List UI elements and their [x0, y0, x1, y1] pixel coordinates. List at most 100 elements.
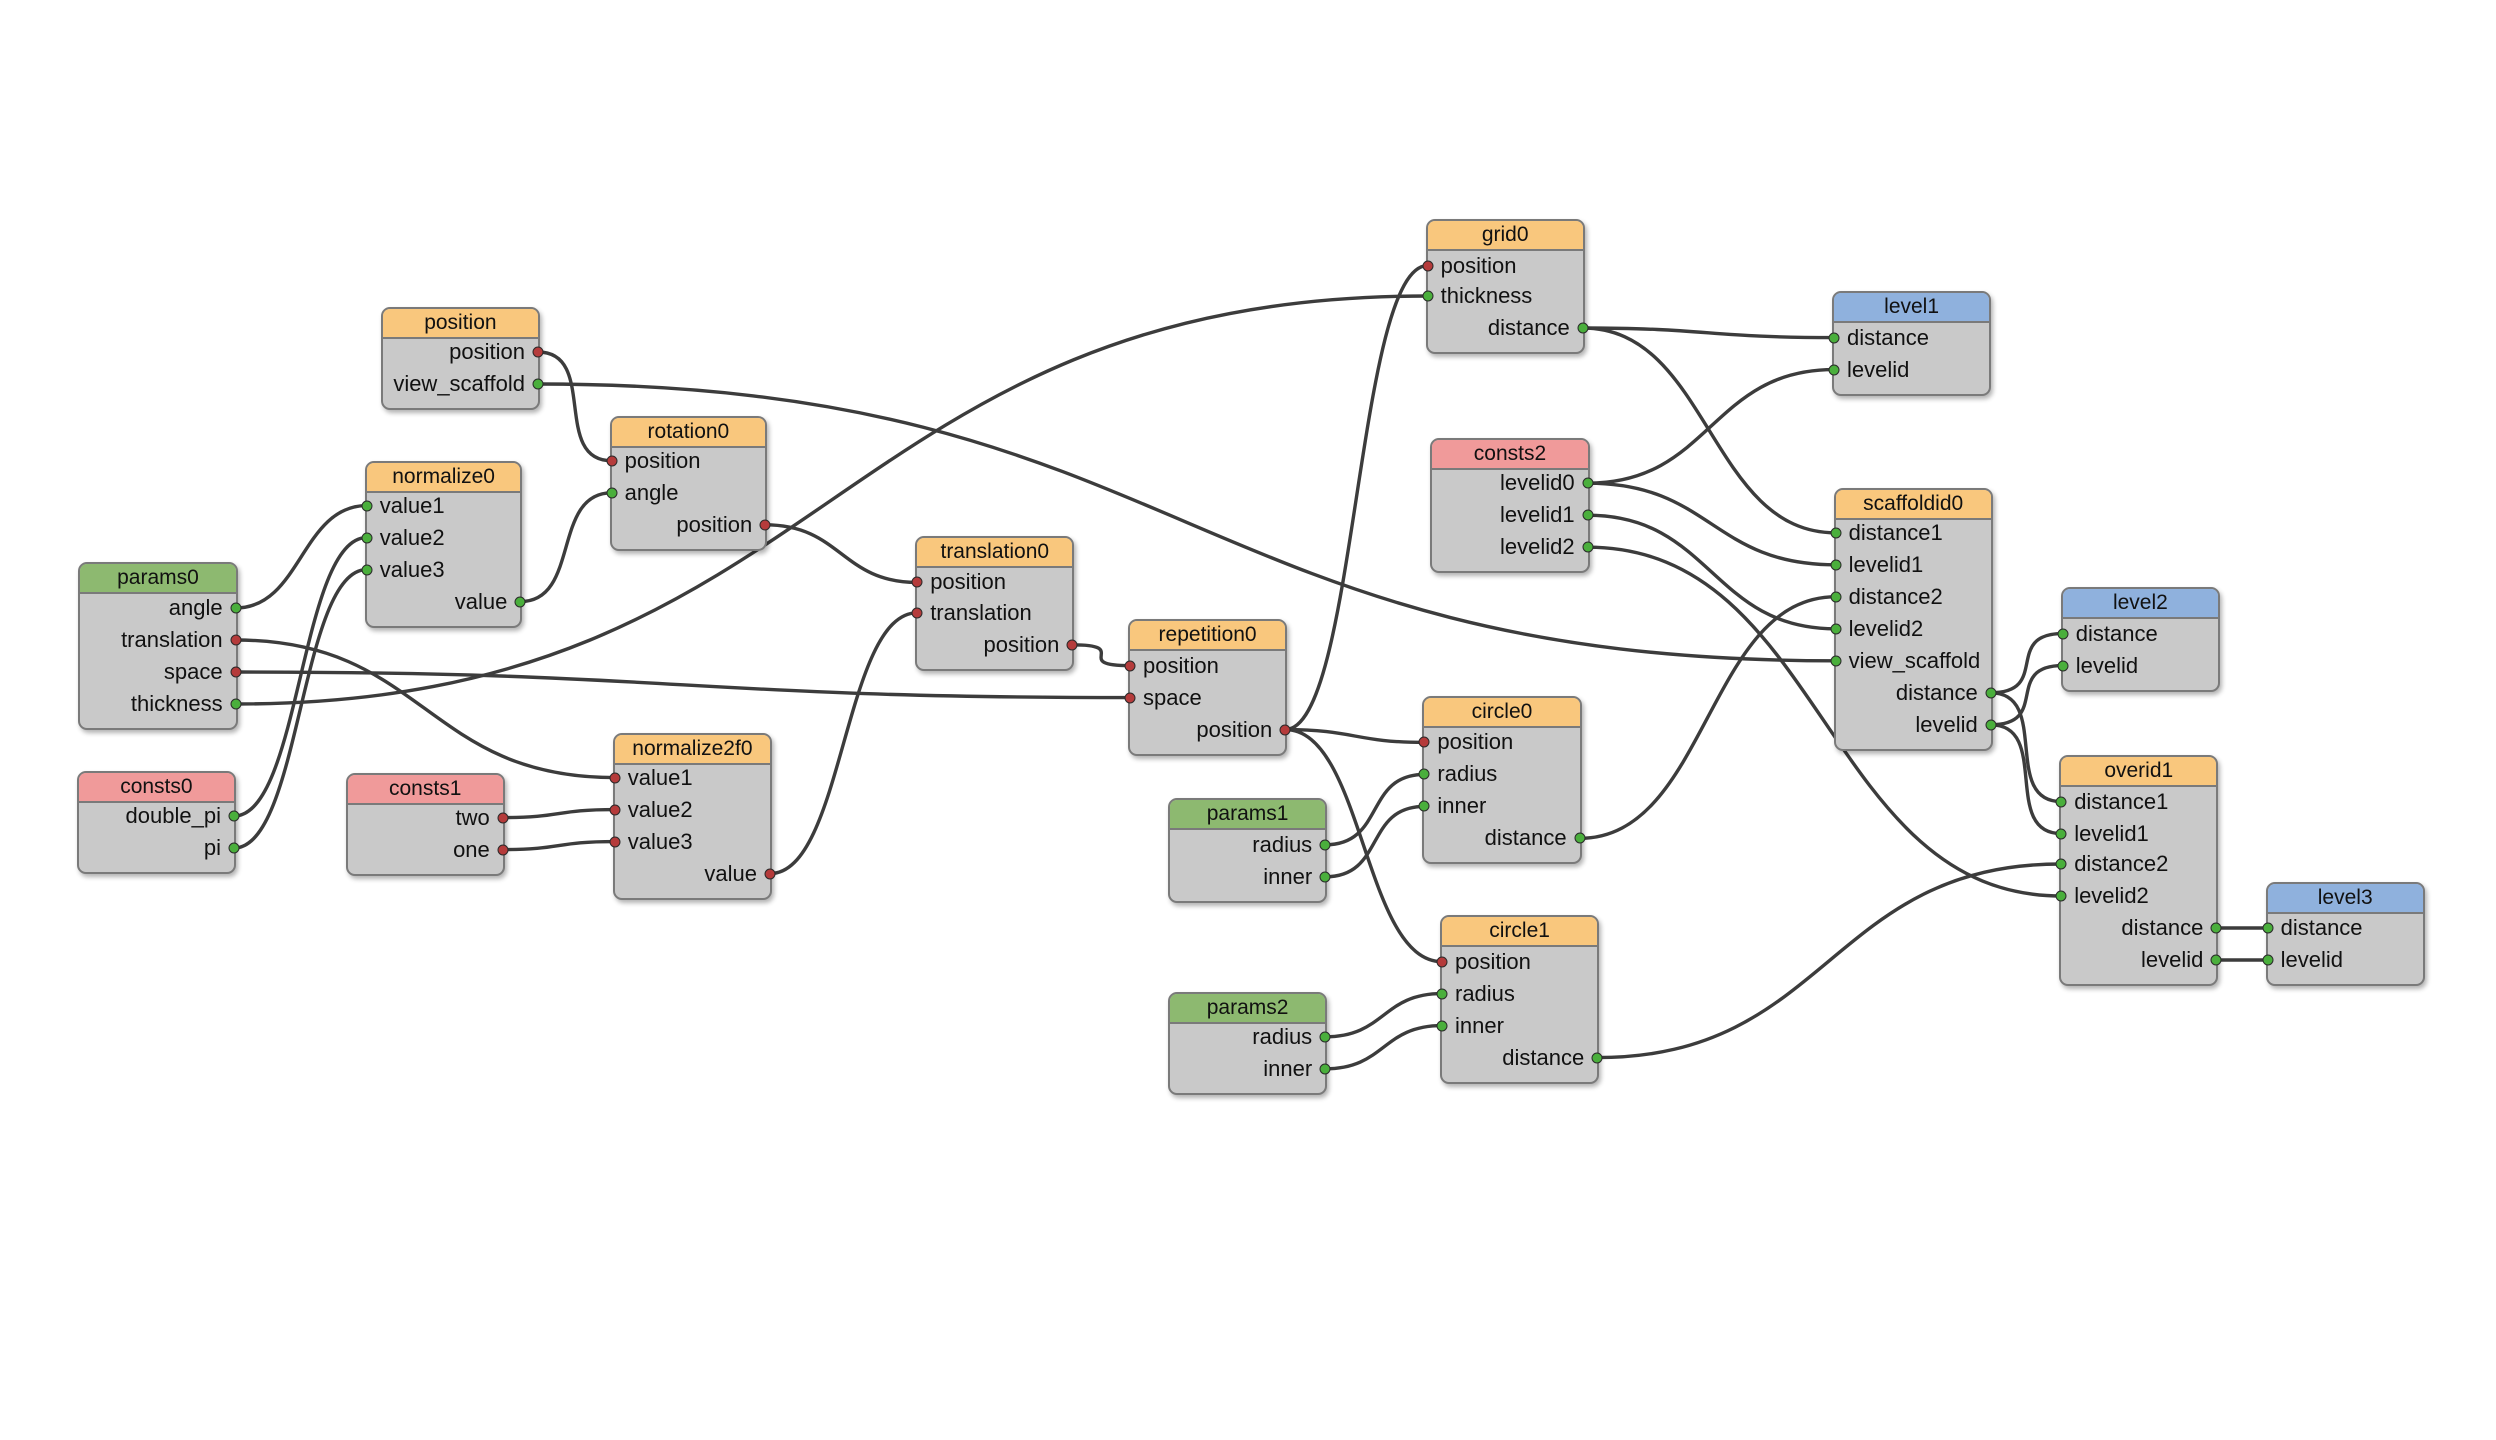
output-port-levelid2[interactable] — [1582, 541, 1594, 553]
input-port-radius[interactable] — [1418, 768, 1430, 780]
output-port-levelid0[interactable] — [1582, 477, 1594, 489]
input-port-distance1[interactable] — [1830, 527, 1842, 539]
port-label-distance2: distance2 — [1848, 583, 1943, 609]
output-port-distance[interactable] — [1591, 1052, 1603, 1064]
input-port-levelid[interactable] — [2262, 954, 2274, 966]
output-port-radius[interactable] — [1319, 1031, 1331, 1043]
wire-position-position-to-rotation0-position — [537, 350, 612, 463]
input-port-position[interactable] — [1124, 660, 1136, 672]
input-port-position[interactable] — [1436, 956, 1448, 968]
output-port-pi[interactable] — [228, 842, 240, 854]
input-port-distance2[interactable] — [1830, 591, 1842, 603]
input-port-distance[interactable] — [2262, 922, 2274, 934]
port-label-thickness: thickness — [130, 690, 223, 716]
input-port-inner[interactable] — [1436, 1020, 1448, 1032]
input-port-levelid2[interactable] — [1830, 623, 1842, 635]
input-port-radius[interactable] — [1436, 988, 1448, 1000]
output-port-one[interactable] — [497, 844, 509, 856]
output-port-inner[interactable] — [1319, 1063, 1331, 1075]
input-port-position[interactable] — [606, 455, 618, 467]
output-port-thickness[interactable] — [230, 698, 242, 710]
output-port-double_pi[interactable] — [228, 810, 240, 822]
port-label-distance1: distance1 — [2074, 788, 2169, 814]
output-port-inner[interactable] — [1319, 871, 1331, 883]
wire-scaffoldid0-levelid-to-overid1-levelid1 — [1990, 723, 2062, 836]
input-port-view_scaffold[interactable] — [1830, 655, 1842, 667]
input-port-distance[interactable] — [1828, 332, 1840, 344]
input-port-levelid1[interactable] — [1830, 559, 1842, 571]
input-port-value2[interactable] — [609, 804, 621, 816]
wire-consts2-levelid1-to-scaffoldid0-levelid2 — [1587, 513, 1836, 631]
output-port-position[interactable] — [1066, 639, 1078, 651]
input-port-levelid1[interactable] — [2055, 828, 2067, 840]
input-port-position[interactable] — [1418, 736, 1430, 748]
node-title: level2 — [2062, 589, 2218, 620]
output-port-distance[interactable] — [1985, 687, 1997, 699]
port-label-radius: radius — [1252, 1023, 1313, 1049]
output-port-levelid[interactable] — [2210, 954, 2222, 966]
input-port-levelid[interactable] — [1828, 364, 1840, 376]
input-port-position[interactable] — [1422, 260, 1434, 272]
input-port-translation[interactable] — [911, 607, 923, 619]
port-label-space: space — [163, 658, 223, 684]
input-port-value3[interactable] — [361, 564, 373, 576]
output-port-levelid1[interactable] — [1582, 509, 1594, 521]
input-port-inner[interactable] — [1418, 800, 1430, 812]
output-port-angle[interactable] — [230, 602, 242, 614]
input-port-value3[interactable] — [609, 836, 621, 848]
input-port-levelid[interactable] — [2057, 660, 2069, 672]
output-port-view_scaffold[interactable] — [532, 378, 544, 390]
output-port-distance[interactable] — [1577, 322, 1589, 334]
input-port-distance2[interactable] — [2055, 858, 2067, 870]
output-port-radius[interactable] — [1319, 839, 1331, 851]
output-port-two[interactable] — [497, 812, 509, 824]
input-port-value2[interactable] — [361, 532, 373, 544]
input-port-position[interactable] — [911, 576, 923, 588]
output-port-position[interactable] — [532, 346, 544, 358]
input-port-levelid2[interactable] — [2055, 890, 2067, 902]
output-port-space[interactable] — [230, 666, 242, 678]
port-label-value3: value3 — [627, 828, 693, 854]
output-port-value[interactable] — [764, 868, 776, 880]
input-port-distance1[interactable] — [2055, 796, 2067, 808]
output-port-position[interactable] — [1279, 724, 1291, 736]
port-label-levelid: levelid — [2141, 946, 2204, 972]
input-port-distance[interactable] — [2057, 628, 2069, 640]
output-port-levelid[interactable] — [1985, 719, 1997, 731]
output-port-distance[interactable] — [1574, 832, 1586, 844]
output-port-value[interactable] — [514, 596, 526, 608]
port-label-distance: distance — [2121, 914, 2204, 940]
input-port-angle[interactable] — [606, 487, 618, 499]
input-port-space[interactable] — [1124, 692, 1136, 704]
input-port-thickness[interactable] — [1422, 290, 1434, 302]
output-port-translation[interactable] — [230, 634, 242, 646]
port-label-position: position — [1437, 729, 1514, 755]
output-port-distance[interactable] — [2210, 922, 2222, 934]
input-port-value1[interactable] — [609, 772, 621, 784]
port-label-levelid2: levelid2 — [1848, 615, 1924, 641]
output-port-position[interactable] — [759, 519, 771, 531]
port-label-pi: pi — [203, 834, 221, 860]
input-port-value1[interactable] — [361, 500, 373, 512]
